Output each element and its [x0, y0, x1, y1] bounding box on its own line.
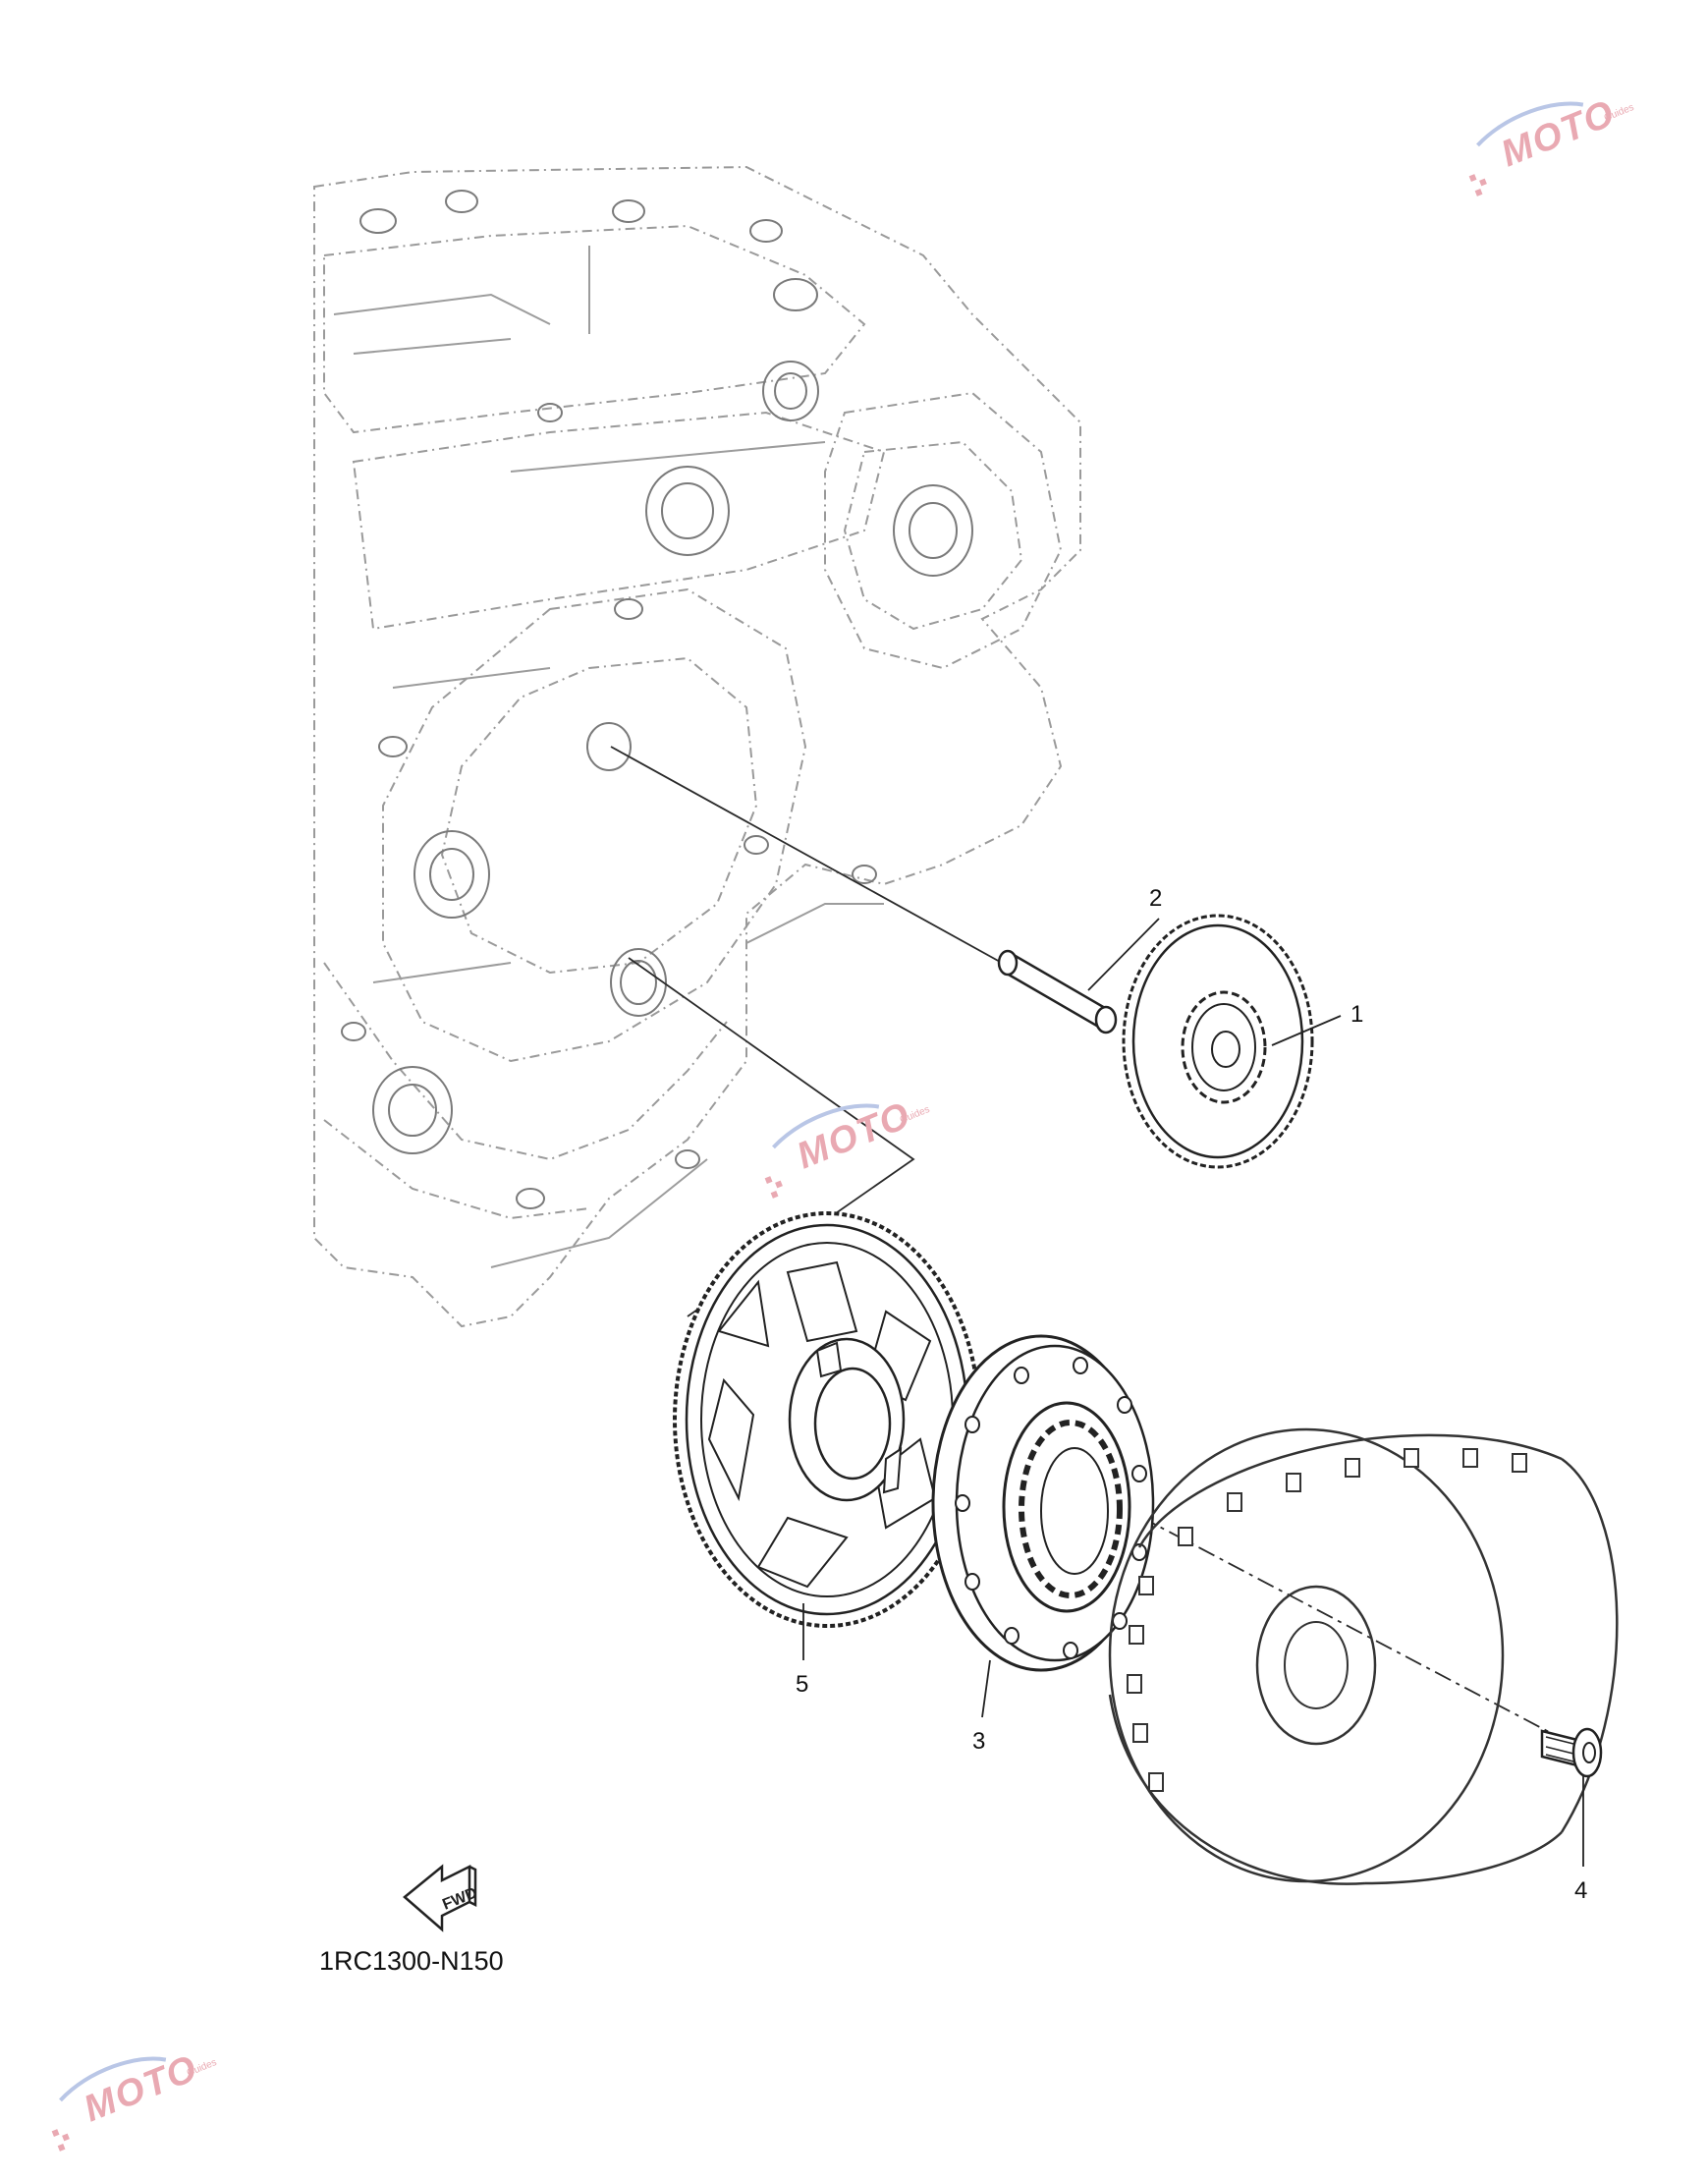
bolt-part-4 [1540, 1727, 1603, 1778]
engine-bosses [341, 190, 973, 1209]
watermark-center: MOTO Guides [764, 1094, 931, 1199]
one-way-clutch-part-3 [931, 1334, 1155, 1672]
watermark-bottom-left: MOTO Guides [51, 2047, 218, 2152]
callout-2: 2 [1149, 885, 1162, 912]
engine-block [313, 165, 1081, 1328]
callout-3: 3 [972, 1728, 985, 1755]
callout-labels: 1 2 3 4 5 [796, 885, 1587, 1904]
shaft-part-2 [997, 949, 1118, 1034]
callout-1: 1 [1350, 1001, 1363, 1028]
engine-ribs [333, 246, 884, 1268]
watermark-top-right: MOTO Guides [1468, 92, 1635, 196]
drawing-code: 1RC1300-N150 [319, 1946, 504, 1976]
starter-gear-part-5 [673, 1211, 981, 1628]
rotor-housing [1108, 1427, 1619, 1885]
callout-5: 5 [796, 1671, 808, 1698]
forward-arrow-icon: FWD [403, 1864, 479, 1932]
idler-gear-part-1 [1122, 914, 1314, 1169]
callout-4: 4 [1574, 1877, 1587, 1904]
callout-leaders [802, 918, 1584, 1867]
